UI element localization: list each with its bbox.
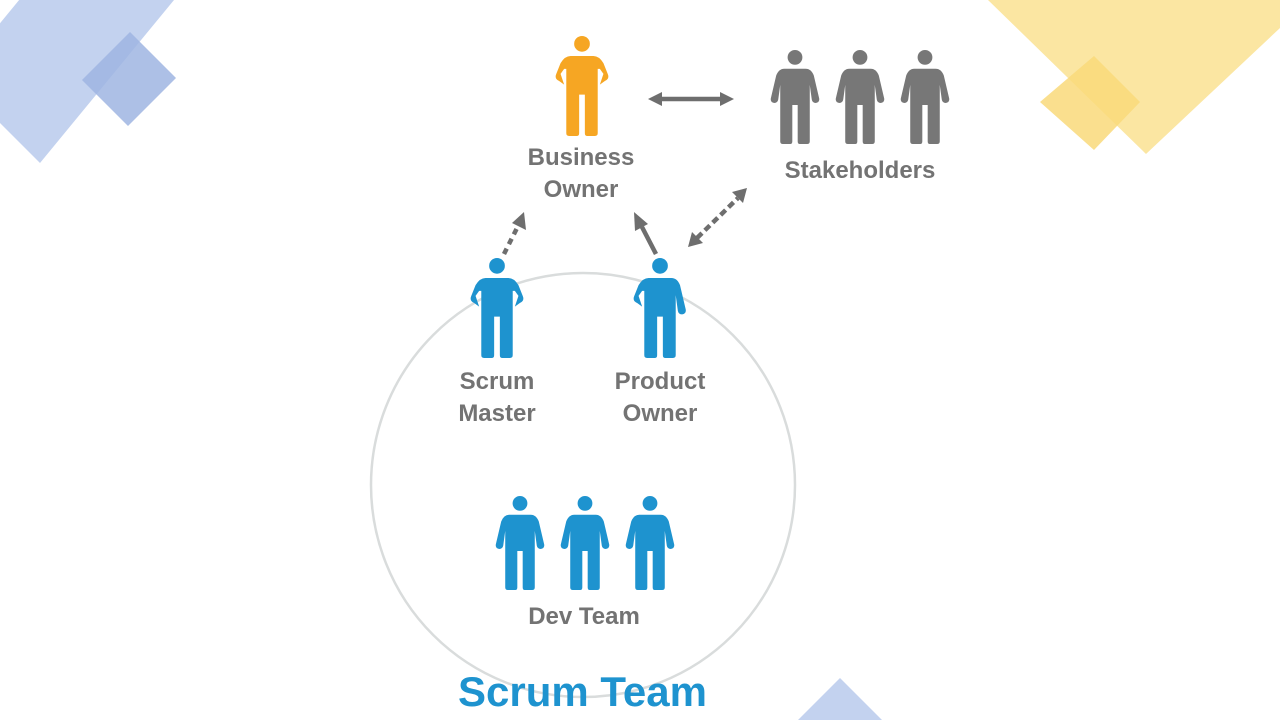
- deco-diamond-bottom-blue: [798, 678, 882, 720]
- business-owner-label: Business Owner: [501, 142, 661, 206]
- arrowhead-product-owner: [634, 212, 648, 231]
- product-owner-label-line1: Product: [614, 368, 706, 395]
- scrum-master-label-line1: Scrum: [459, 368, 535, 395]
- business-owner-label-line2: Owner: [543, 176, 619, 203]
- deco-diamond-small-yellow: [1040, 56, 1140, 150]
- connection-arrows: [501, 92, 747, 256]
- stakeholders-label: Stakeholders: [750, 155, 970, 187]
- arrow-product-owner-stakeholders: [695, 196, 740, 240]
- scrum-master-label-line2: Master: [458, 400, 536, 427]
- arrowhead-left: [648, 92, 662, 106]
- dev-team-label-text: Dev Team: [528, 603, 640, 630]
- stakeholders-label-text: Stakeholders: [784, 157, 936, 184]
- decorative-shapes-top-left: [0, 0, 176, 163]
- product-owner-label-line2: Owner: [622, 400, 698, 427]
- product-owner-label: Product Owner: [585, 366, 735, 430]
- deco-diamond-small-blue: [82, 32, 176, 126]
- decorative-shapes-top-right: [988, 0, 1280, 154]
- arrowhead-stakeholders: [732, 188, 747, 203]
- arrow-scrum-master-business-owner: [501, 224, 521, 256]
- scrum-team-title: Scrum Team: [458, 668, 707, 715]
- business-owner-label-line1: Business: [527, 144, 635, 171]
- decorative-shapes-bottom: [798, 678, 882, 720]
- deco-triangle-large-yellow: [988, 0, 1280, 154]
- stakeholders-icon: [770, 50, 950, 144]
- scrum-team-circle: [369, 271, 797, 699]
- product-owner-icon: [633, 258, 686, 358]
- scrum-master-label: Scrum Master: [427, 366, 567, 430]
- arrow-product-owner-business-owner: [640, 225, 658, 256]
- business-owner-icon: [555, 36, 609, 136]
- arrowhead-po-bottom: [688, 232, 703, 247]
- arrowhead-right: [720, 92, 734, 106]
- arrowhead-scrum-master: [512, 212, 526, 230]
- dev-team-icon: [495, 496, 675, 590]
- dev-team-label: Dev Team: [484, 601, 684, 633]
- scrum-master-icon: [470, 258, 524, 358]
